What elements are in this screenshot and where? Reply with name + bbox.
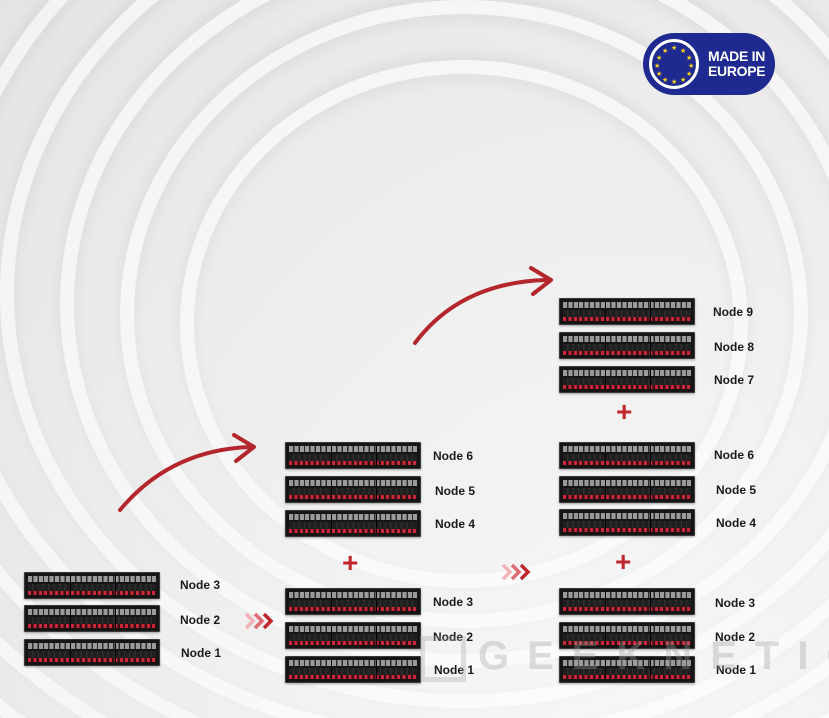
node-label: Node 5 (716, 483, 757, 497)
server-node (559, 332, 695, 359)
node-label: Node 6 (433, 449, 474, 463)
node-label: Node 1 (434, 663, 475, 677)
curved-arrow-icon (118, 433, 256, 512)
server-node (24, 572, 160, 599)
server-node (285, 442, 421, 469)
node-label: Node 8 (714, 340, 755, 354)
node-label: Node 1 (716, 663, 757, 677)
node-label: Node 2 (180, 613, 221, 627)
node-label: Node 3 (715, 596, 756, 610)
triple-chevron-icon (501, 563, 531, 581)
server-node (559, 509, 695, 536)
plus-icon: + (342, 547, 359, 578)
plus-icon: + (616, 396, 633, 427)
badge-text: MADE IN EUROPE (708, 48, 766, 79)
server-node (285, 476, 421, 503)
watermark-text: GEEKNETIC (478, 634, 829, 678)
node-label: Node 5 (435, 484, 476, 498)
node-label: Node 1 (181, 646, 222, 660)
server-node (559, 476, 695, 503)
node-label: Node 6 (714, 448, 755, 462)
node-label: Node 3 (433, 595, 474, 609)
server-node (559, 656, 695, 683)
watermark-logo-icon (420, 636, 466, 682)
server-node (24, 639, 160, 666)
node-label: Node 4 (716, 516, 757, 530)
server-node (559, 588, 695, 615)
badge-line2: EUROPE (708, 63, 766, 79)
eu-flag-icon: ★ ★ ★ ★ ★ ★ ★ ★ ★ ★ ★ ★ (649, 39, 699, 89)
node-label: Node 7 (714, 373, 755, 387)
badge-line1: MADE IN (708, 48, 766, 64)
node-label: Node 9 (713, 305, 754, 319)
made-in-europe-badge: ★ ★ ★ ★ ★ ★ ★ ★ ★ ★ ★ ★ MADE IN EUROPE (643, 33, 775, 95)
server-node (24, 605, 160, 632)
node-label: Node 3 (180, 578, 221, 592)
server-node (285, 588, 421, 615)
server-node (285, 622, 421, 649)
server-node (559, 442, 695, 469)
triple-chevron-icon (244, 612, 274, 630)
node-label: Node 2 (715, 630, 756, 644)
node-label: Node 2 (433, 630, 474, 644)
curved-arrow-icon (413, 266, 553, 345)
server-node (559, 366, 695, 393)
server-node (559, 298, 695, 325)
server-node (285, 656, 421, 683)
node-label: Node 4 (435, 517, 476, 531)
server-node (559, 622, 695, 649)
server-node (285, 510, 421, 537)
plus-icon: + (615, 546, 632, 577)
